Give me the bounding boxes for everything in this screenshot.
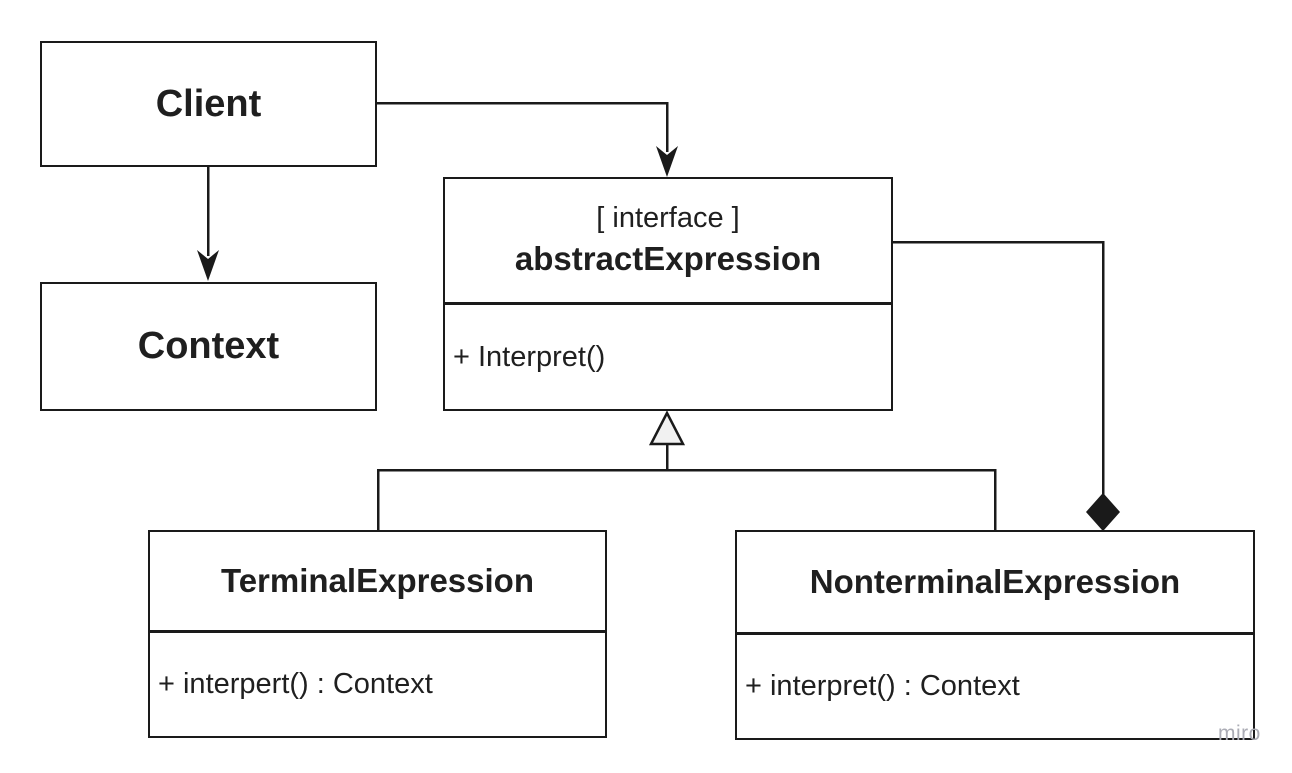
class-methods: + Interpret() — [445, 305, 891, 409]
class-nonterminal-expression[interactable]: NonterminalExpression + interpret() : Co… — [735, 530, 1255, 740]
method-label: + interpert() : Context — [158, 668, 433, 700]
association-client-to-context[interactable] — [197, 167, 219, 281]
class-header: NonterminalExpression — [737, 532, 1253, 635]
class-name-label: TerminalExpression — [220, 561, 534, 599]
hollow-triangle-icon — [648, 410, 686, 446]
class-context[interactable]: Context — [40, 282, 377, 411]
class-header: [ interface ] abstractExpression — [445, 179, 891, 305]
class-name-label: NonterminalExpression — [809, 562, 1181, 600]
class-methods: + interpert() : Context — [150, 633, 605, 736]
class-terminal-expression[interactable]: TerminalExpression + interpert() : Conte… — [148, 530, 607, 738]
composition-abstractexpression-to-nonterminalexpression[interactable] — [893, 240, 1121, 532]
class-client[interactable]: Client — [40, 41, 377, 167]
method-label: + interpret() : Context — [745, 670, 1020, 702]
class-header: TerminalExpression — [150, 532, 605, 633]
generalization-children-to-abstractexpression[interactable] — [376, 410, 997, 530]
class-name-label: Context — [137, 325, 280, 367]
arrow-down-icon — [197, 250, 219, 281]
miro-watermark: miro — [1218, 722, 1261, 745]
arrow-down-icon — [656, 146, 678, 177]
method-label: + Interpret() — [453, 340, 606, 373]
class-methods: + interpret() : Context — [737, 635, 1253, 738]
class-name-label: abstractExpression — [514, 239, 822, 277]
class-name-label: Client — [155, 82, 262, 125]
class-abstract-expression[interactable]: [ interface ] abstractExpression + Inter… — [443, 177, 893, 411]
association-client-to-abstractexpression[interactable] — [377, 101, 678, 177]
stereotype-label: [ interface ] — [596, 202, 740, 235]
filled-diamond-icon — [1085, 492, 1121, 532]
